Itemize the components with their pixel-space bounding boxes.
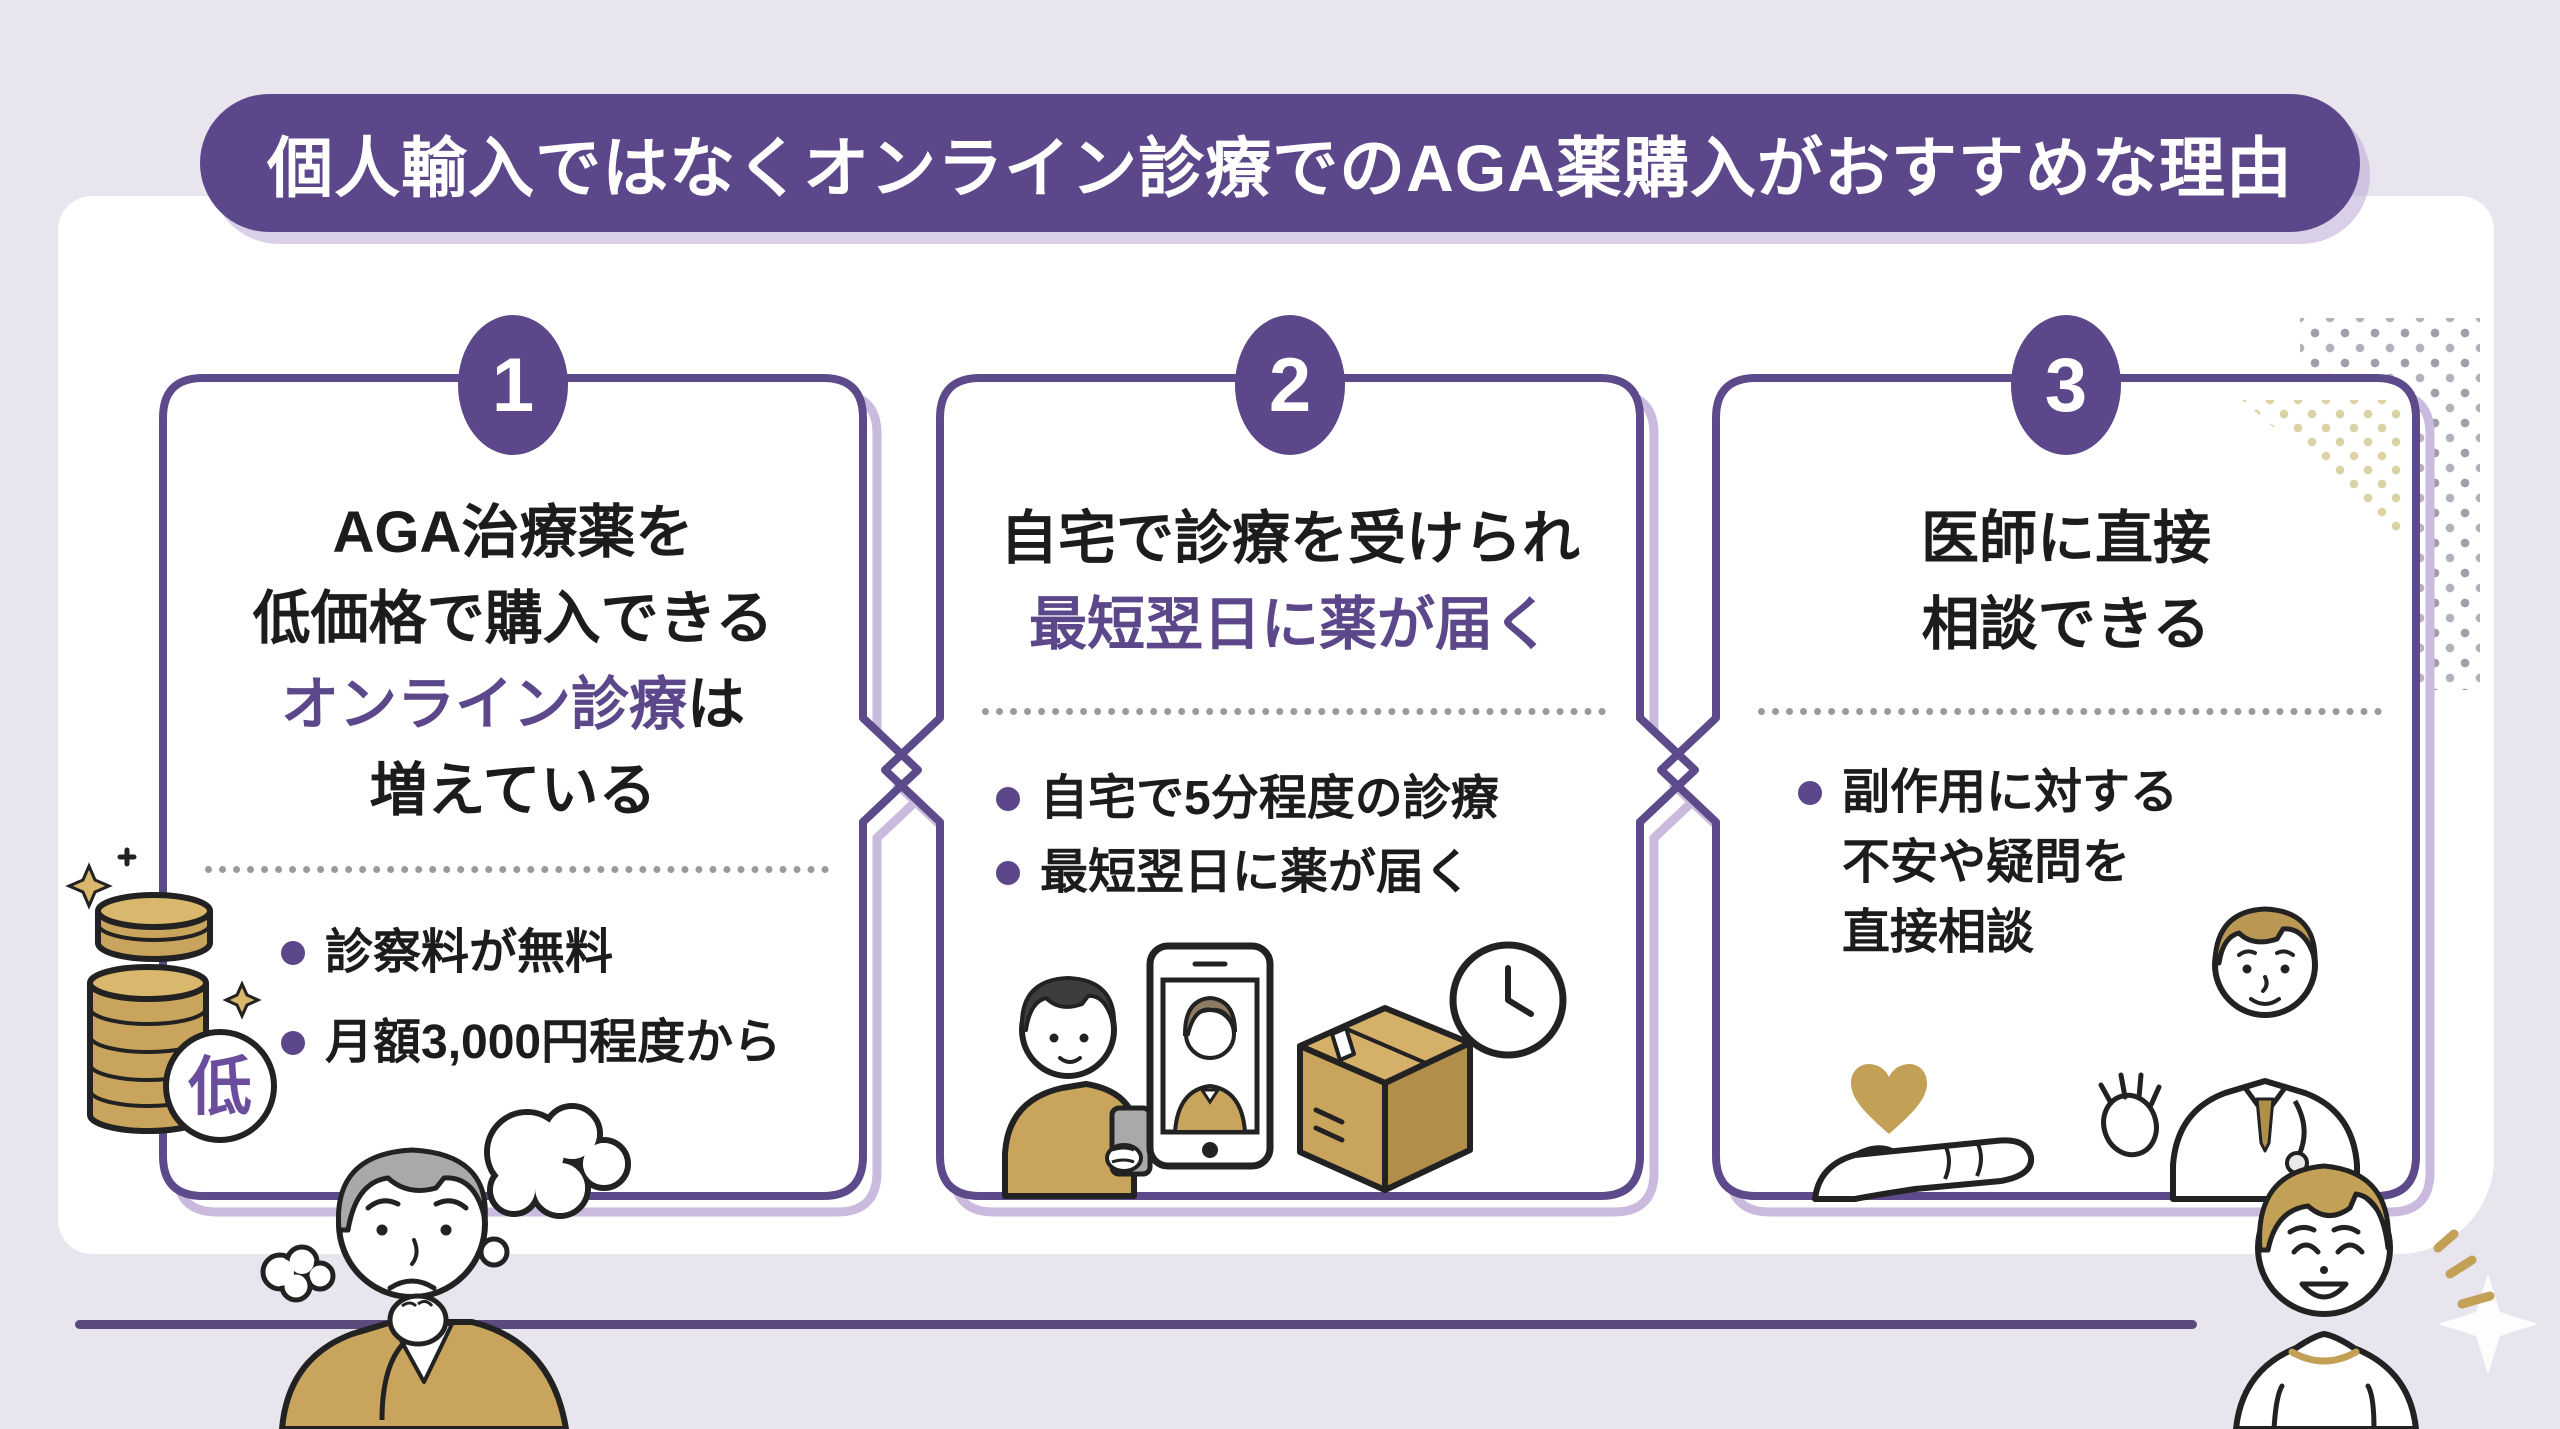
coin-stack-icon: 低 (65, 847, 277, 1143)
list-item: 最短翌日に薬が届く (996, 836, 1499, 910)
bullet-icon (996, 787, 1020, 811)
clock-icon (1449, 941, 1567, 1059)
svg-text:低: 低 (188, 1051, 252, 1123)
chevron-connector-icon (1636, 714, 1699, 826)
dotted-divider (1758, 708, 2382, 715)
list-item: 月額3,000円程度から (281, 998, 781, 1088)
bullet-icon (281, 941, 305, 965)
page-title-text: 個人輸入ではなくオンライン診療でのAGA薬購入がおすすめな理由 (267, 131, 2293, 205)
patient-icon (1002, 976, 1153, 1199)
low-price-badge: 低 (163, 1029, 277, 1143)
bullet-icon (281, 1031, 305, 1055)
chevron-connector-icon (859, 714, 922, 826)
worried-man-illustration (260, 1103, 631, 1429)
card-3-heading: 医師に直接 相談できる (1920, 506, 2211, 657)
dotted-divider (205, 866, 829, 873)
step-number-badge: 1 (458, 315, 568, 455)
online-consultation-illustration (1002, 941, 1567, 1199)
list-item: 副作用に対する 不安や疑問を 直接相談 (1798, 758, 2178, 968)
video-call-phone-icon (1146, 942, 1274, 1170)
card-1-bullets: 診察料が無料 月額3,000円程度から (281, 908, 781, 1088)
page-title: 個人輸入ではなくオンライン診療でのAGA薬購入がおすすめな理由 (200, 94, 2360, 232)
sparkle-icon (2433, 1229, 2495, 1309)
bullet-icon (996, 861, 1020, 885)
doctor-consultation-illustration (1812, 906, 2360, 1202)
card-3-bullets: 副作用に対する 不安や疑問を 直接相談 (1798, 758, 2178, 968)
step-number-badge: 2 (1235, 315, 1345, 455)
card-2-bullets: 自宅で5分程度の診療 最短翌日に薬が届く (996, 762, 1499, 910)
bullet-icon (1798, 781, 1822, 805)
delivery-box-icon (1297, 1005, 1473, 1193)
list-item: 自宅で5分程度の診療 (996, 762, 1499, 836)
reason-card-1: AGA治療薬を 低価格で購入できる オンライン診療は 増えている 診察料が無料 … (159, 374, 939, 1217)
happy-man-illustration (2233, 1163, 2538, 1429)
thought-bubble (260, 1103, 631, 1303)
card-2-heading: 自宅で診療を受けられ 最短翌日に薬が届く (999, 506, 1580, 657)
waving-hand-icon (2098, 1072, 2162, 1158)
step-number-badge: 3 (2011, 315, 2121, 455)
card-outline (159, 374, 939, 1217)
divider-line (75, 1320, 2197, 1329)
dotted-divider (982, 708, 1606, 715)
sparkle-icon (2438, 1274, 2538, 1374)
heart-in-hand-icon (1812, 1063, 2035, 1202)
card-1-heading: AGA治療薬を 低価格で購入できる オンライン診療は 増えている (252, 500, 774, 823)
list-item: 診察料が無料 (281, 908, 781, 998)
